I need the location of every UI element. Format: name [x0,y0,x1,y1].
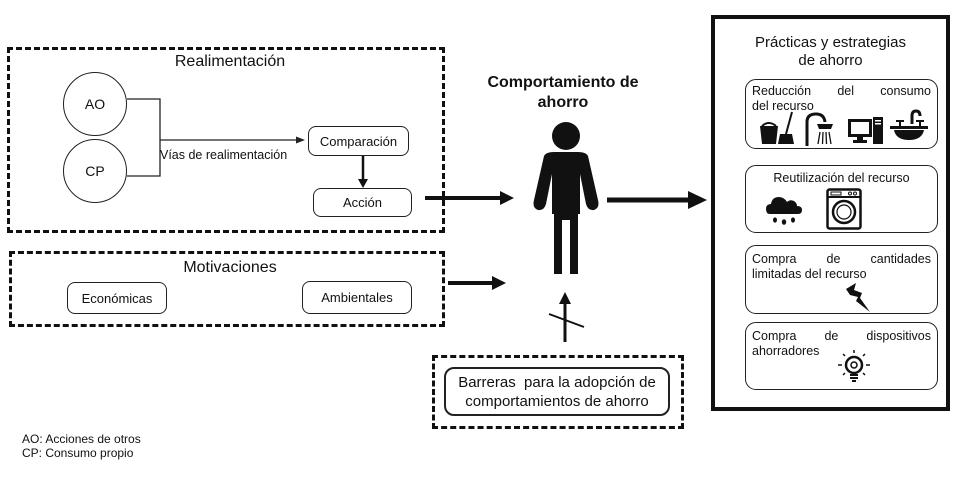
washing-machine-icon [826,188,862,230]
lightning-icon [846,283,870,312]
feedback-path-arrowhead [296,136,305,144]
behavior-title: Comportamiento de ahorro [468,73,658,113]
practice-reduction: Reducción del consumo del recurso [745,79,938,149]
motivation-economic-label: Económicas [81,290,153,306]
node-ao-label: AO [84,96,106,112]
motivation-environmental-label: Ambientales [321,290,393,305]
node-cp-label: CP [85,163,105,179]
practices-title: Prácticas y estrategias de ahorro [715,34,946,70]
legend-ao: AO: Acciones de otros [22,432,141,446]
rain-cloud-icon [766,197,802,225]
practices-title-line2: de ahorro [798,52,863,69]
shower-icon [805,112,833,146]
practice-efficient-devices: Compra de dispositivos ahorradores [745,322,938,390]
motivation-economic-box: Económicas [67,282,167,314]
comparison-box: Comparación [308,126,409,156]
practice-efficient-devices-line1: Compra de dispositivos [752,329,931,343]
motivations-title: Motivaciones [183,259,277,276]
practice-reuse-line1: Reutilización del recurso [773,171,910,185]
feedback-group [7,47,445,233]
feedback-title: Realimentación [174,53,286,70]
barriers-line2: comportamientos de ahorro [465,392,649,410]
practices-title-line1: Prácticas y estrategias [755,34,906,51]
practice-efficient-devices-line2: ahorradores [752,344,820,358]
feedback-to-behavior-arrowhead [500,191,514,205]
legend-cp: CP: Consumo propio [22,446,134,460]
barrier-cross-line [548,313,585,328]
barriers-group [432,355,684,429]
bucket-broom-icon [760,111,794,144]
practice-limited-purchase-line2: limitadas del recurso [752,267,867,281]
light-bulb-icon [838,350,870,382]
computer-icon [848,117,883,144]
motivation-environmental-box: Ambientales [302,281,412,314]
comparison-label: Comparación [319,133,398,149]
barrier-arrow-arrowhead [559,292,571,304]
barriers-box: Barreras para la adopción de comportamie… [444,367,670,416]
node-ao: AO [63,72,127,136]
node-cp: CP [63,139,127,203]
practices-panel [711,15,950,411]
practice-limited-purchase-line1: Compra de cantidades [752,252,931,266]
practice-limited-purchase: Compra de cantidades limitadas del recur… [745,245,938,314]
action-box: Acción [313,188,412,217]
practice-reduction-line2: del recurso [752,99,814,113]
behavior-title-line1: Comportamiento de [487,74,639,91]
person-icon [533,122,599,274]
motivations-group [9,251,445,327]
sink-icon [890,109,928,140]
feedback-path-label: Vías de realimentación [160,148,288,162]
ao-connector [127,98,161,177]
practice-reuse: Reutilización del recurso [745,165,938,233]
comparison-to-action-arrowhead [358,179,368,188]
barriers-line1: Barreras para la adopción de [458,373,656,391]
action-label: Acción [342,195,383,210]
motivations-to-behavior-arrowhead [492,276,506,290]
behavior-title-line2: ahorro [537,94,589,111]
behavior-to-practices-arrowhead [688,191,707,209]
practice-reduction-line1: Reducción del consumo [752,84,931,98]
